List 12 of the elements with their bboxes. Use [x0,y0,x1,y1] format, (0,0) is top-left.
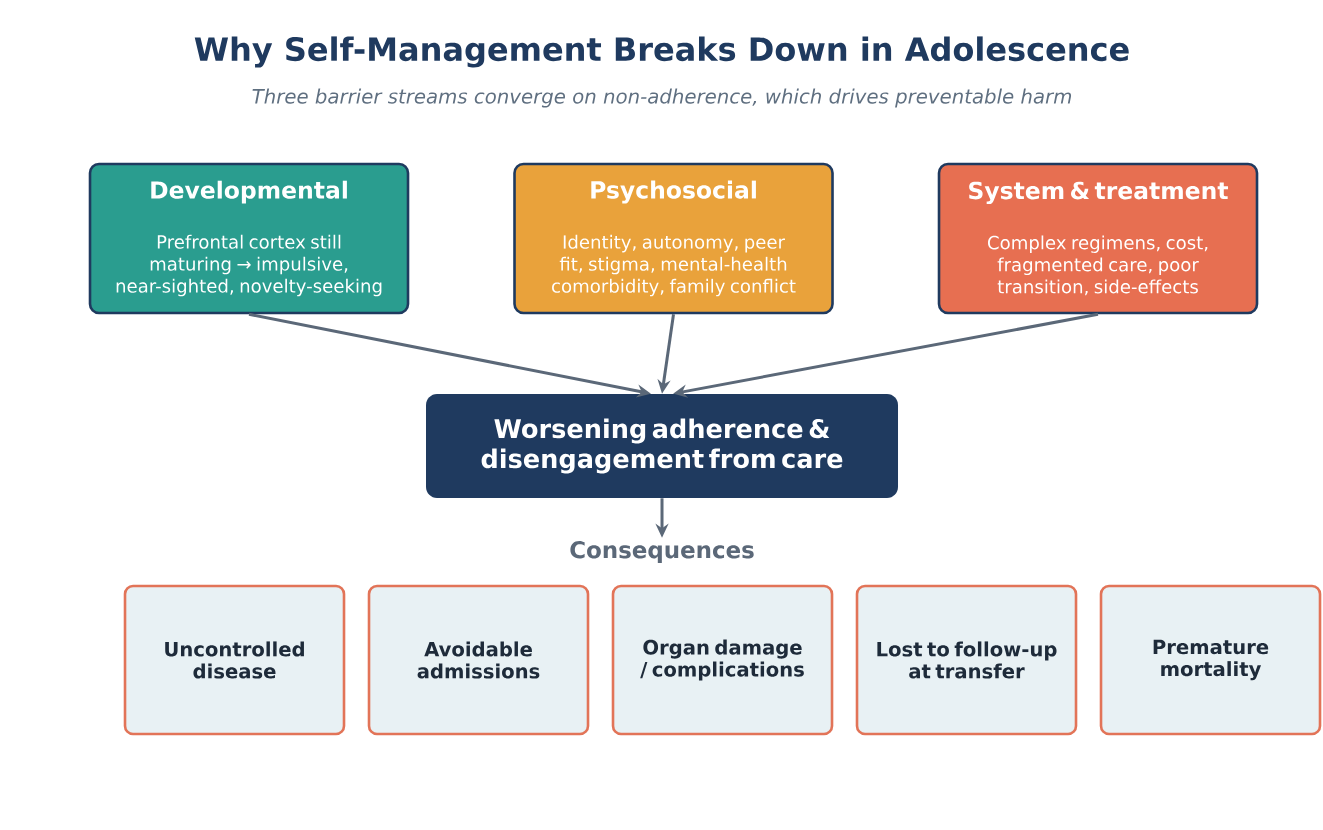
consequence-box: Lost to follow-up at transfer [855,584,1078,736]
consequence-box: Organ damage / complications [611,584,834,736]
subtitle: Three barrier streams converge on non-adherence, which drives preventable harm [252,88,1072,108]
consequence-box: Avoidable admissions [367,584,590,736]
consequence-box: Premature mortality [1099,584,1322,736]
barrier-box: Psychosocial Identity, autonomy, peer fit, stigma, mental-health comorbidity, family conflict [513,162,834,315]
central-box: Worsening adherence & disengagement from care [426,394,898,498]
consequence-box: Uncontrolled disease [123,584,346,736]
barrier-box: System & treatment Complex regimens, cost, fragmented care, poor transition, side-effects [937,162,1259,315]
barrier-box: Developmental Prefrontal cortex still maturing → impulsive, near-sighted, novelty-seeking [88,162,410,315]
section-heading: Consequences [570,541,754,563]
title: Why Self-Management Breaks Down in Adolescence [194,36,1129,68]
